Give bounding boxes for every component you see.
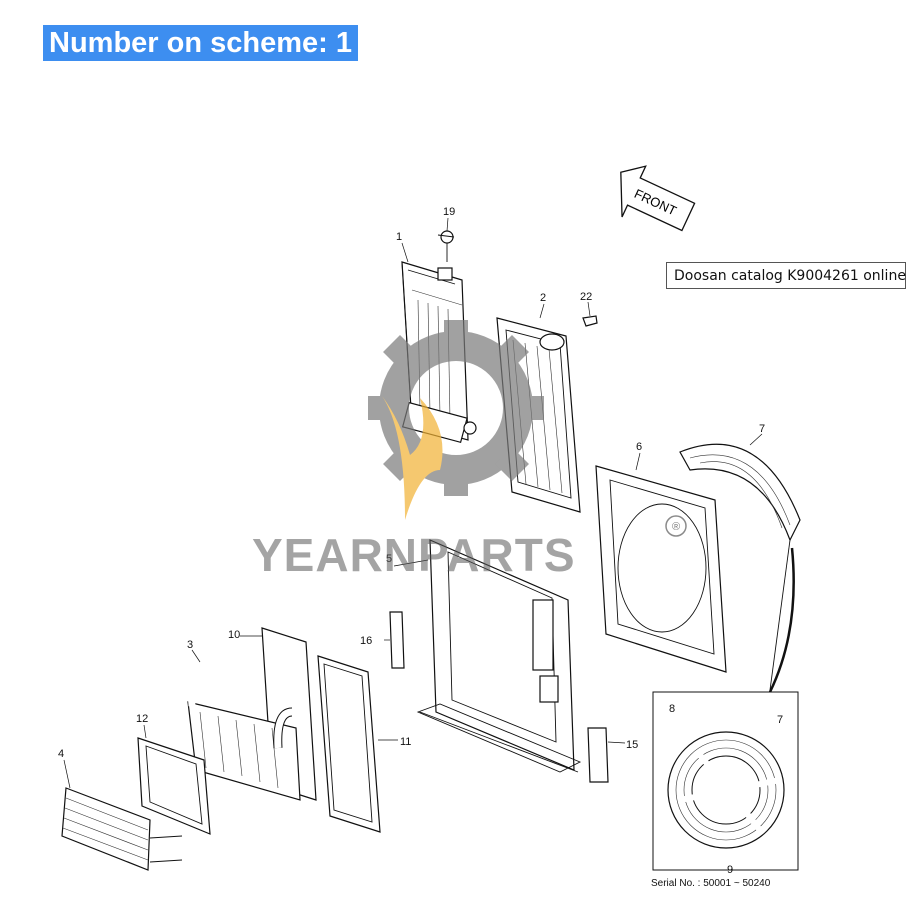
inset-callout-7: 7 [777,714,783,726]
callout-3: 3 [187,639,193,651]
callout-4: 4 [58,748,64,760]
callout-11: 11 [400,736,411,748]
callout-6: 6 [636,441,642,453]
callout-15: 15 [626,739,638,751]
front-direction-arrow: FRONT [620,165,696,232]
callout-12: 12 [136,713,148,725]
part-4-fuel-cooler [61,787,183,871]
callout-1: 1 [396,231,402,243]
inset-pointer [768,547,795,693]
part-11-seal-panel [317,655,381,833]
part-15-bracket [587,727,609,783]
inset-callout-9: 9 [727,864,733,876]
registered-mark-icon: ® [665,515,687,537]
part-3-intercooler [187,656,301,801]
registered-mark: ® [672,521,680,533]
part-12-gasket-frame [137,737,211,835]
callout-5: 5 [386,553,392,565]
part-22-bracket [582,315,598,327]
catalog-label: Doosan catalog K9004261 online [666,262,906,289]
part-16-bracket [389,611,405,669]
watermark-logo [368,320,544,520]
part-19-radiator-cap [437,230,455,262]
leader-lines [63,217,763,789]
scheme-number-title: Number on scheme: 1 [43,25,358,61]
callout-7: 7 [759,423,765,435]
serial-note: Serial No. : 50001 ~ 50240 [651,878,771,889]
callout-10: 10 [228,629,240,641]
watermark-brand-text: YEARNPARTS [252,529,576,581]
callout-2: 2 [540,292,546,304]
callout-19: 19 [443,206,455,218]
part-6-fan-shroud [595,465,727,673]
fan-guard-inset [652,691,799,871]
part-7-fan-guard [679,443,801,691]
callout-16: 16 [360,635,372,647]
callout-22: 22 [580,291,592,303]
inset-callout-8: 8 [669,703,675,715]
part-5-support-frame [416,539,582,773]
